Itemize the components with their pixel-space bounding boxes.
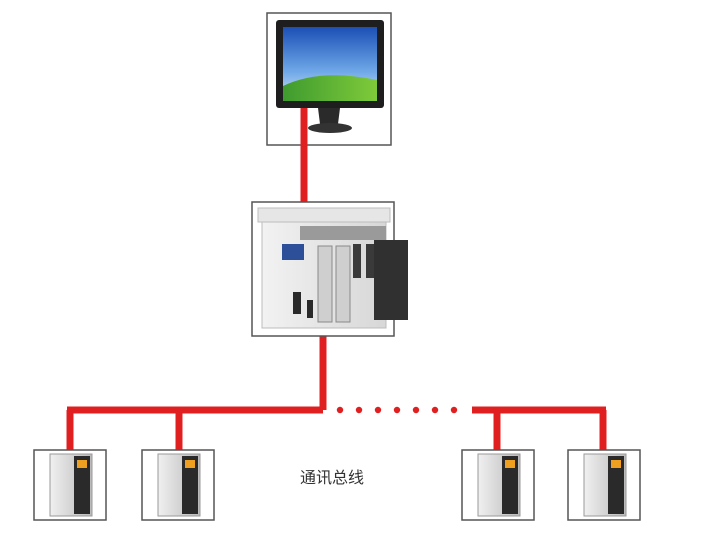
drive-node-3 bbox=[461, 449, 535, 521]
monitor-screen-hill bbox=[283, 75, 377, 101]
plc-cpu-label bbox=[282, 244, 304, 260]
drive-panel bbox=[182, 456, 198, 514]
links bbox=[66, 108, 607, 452]
drive-panel bbox=[502, 456, 518, 514]
plc-port-2 bbox=[307, 300, 313, 318]
plc-port bbox=[293, 292, 301, 314]
monitor-stand bbox=[318, 108, 340, 124]
drive-panel bbox=[74, 456, 90, 514]
monitor-node bbox=[266, 12, 392, 146]
plc-top-strip bbox=[300, 226, 386, 240]
drive-display bbox=[185, 460, 195, 468]
drive-node-2 bbox=[141, 449, 215, 521]
drive-display bbox=[77, 460, 87, 468]
plc-module-b bbox=[335, 245, 351, 323]
bus-label: 通讯总线 bbox=[300, 468, 365, 487]
plc-rail bbox=[257, 207, 391, 223]
plc-module-c bbox=[353, 244, 361, 278]
drive-panel bbox=[608, 456, 624, 514]
bus-dotted-gap bbox=[336, 406, 458, 414]
drive-display bbox=[505, 460, 515, 468]
plc-module-a bbox=[317, 245, 333, 323]
plc-module-d bbox=[366, 244, 374, 278]
drive-node-1 bbox=[33, 449, 107, 521]
monitor-base bbox=[308, 123, 352, 133]
drive-display bbox=[611, 460, 621, 468]
plc-power-module bbox=[374, 240, 408, 320]
plc-node bbox=[251, 201, 408, 337]
drive-node-4 bbox=[567, 449, 641, 521]
